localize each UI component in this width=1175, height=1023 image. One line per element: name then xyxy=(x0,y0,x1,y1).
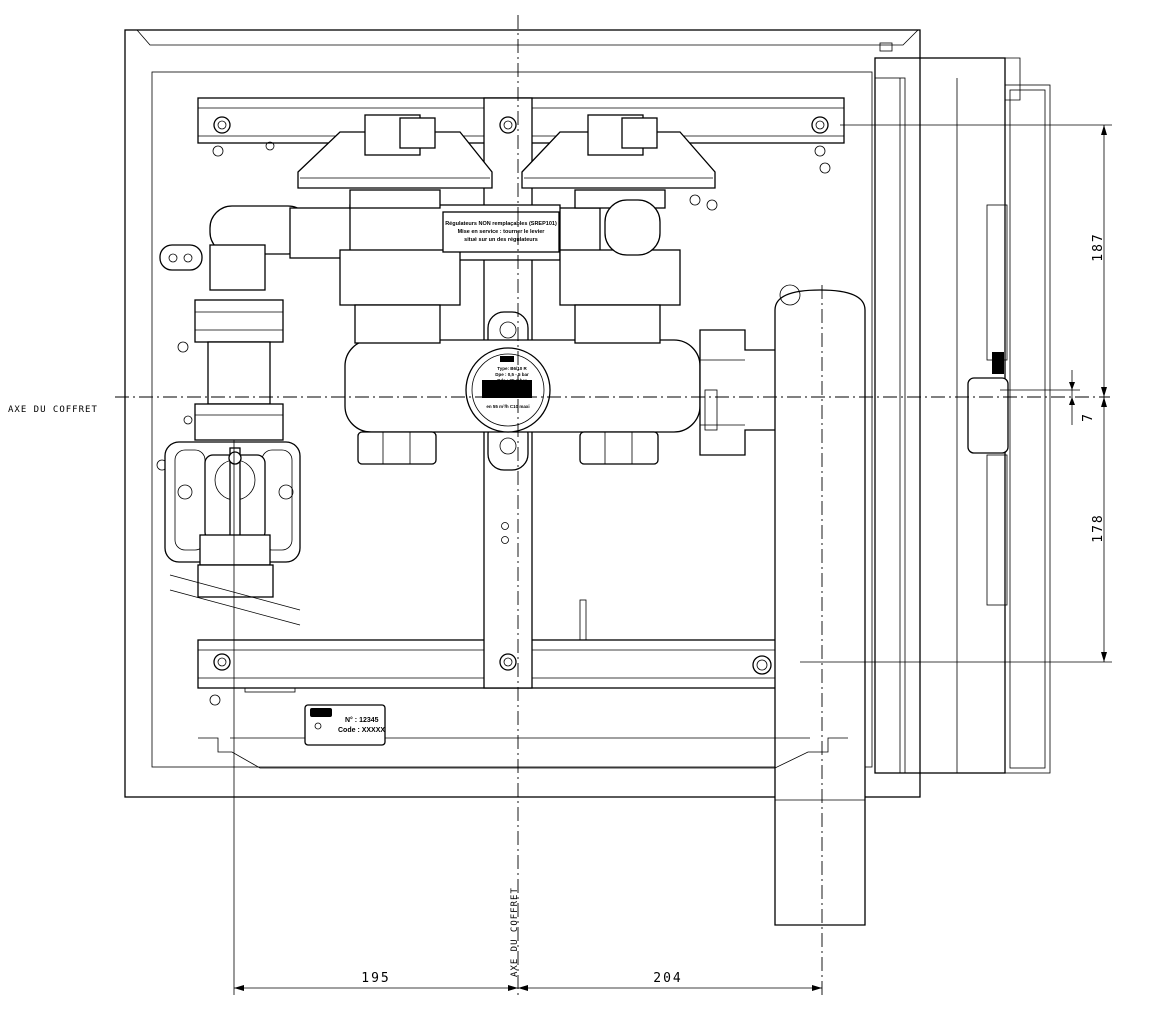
dim-left-width: 195 xyxy=(361,971,390,986)
gauge-line3: Pds : 25 mbar xyxy=(497,378,527,383)
nameplate-code: Code : XXXXX xyxy=(338,727,385,734)
warning-label-line1: Régulateurs NON remplaçables (SREP101) xyxy=(445,221,557,227)
inlet-pipe-assembly xyxy=(164,205,311,626)
dim-offset: 7 xyxy=(1081,412,1096,422)
pressure-gauge: Type: B6/10 R Dpe : 0,5 - 5 bar Pds : 25… xyxy=(465,347,551,433)
left-bracket xyxy=(156,244,203,471)
regulator-right xyxy=(521,114,718,465)
nameplate-number: N° : 12345 xyxy=(345,716,379,724)
dim-top-height: 187 xyxy=(1091,232,1106,261)
cabinet-floor xyxy=(198,737,848,769)
regulator-left xyxy=(297,114,493,465)
dimension-lines xyxy=(233,124,1112,995)
nameplate: N° : 12345 Code : XXXXX xyxy=(304,704,386,746)
warning-label-line3: situé sur un des régulateurs xyxy=(464,237,538,243)
outlet-assembly xyxy=(579,284,866,926)
axis-label-horizontal: AXE DU COFFRET xyxy=(8,405,98,415)
warning-label: Régulateurs NON remplaçables (SREP101) M… xyxy=(442,211,560,253)
dim-bottom-height: 178 xyxy=(1091,513,1106,542)
axis-label-vertical: AXE DU COFFRET xyxy=(510,887,520,977)
warning-label-line2: Mise en service : tourner le levier xyxy=(458,229,546,235)
dim-right-width: 204 xyxy=(653,971,682,986)
gauge-line1: Type: B6/10 R xyxy=(497,366,527,371)
gauge-line2: Dpe : 0,5 - 5 bar xyxy=(495,372,529,377)
center-axes xyxy=(115,15,1110,995)
cabinet-door xyxy=(874,57,1051,774)
gauge-line4: en 55 m³/h C10 maxi xyxy=(486,404,529,409)
cabinet-outer-box xyxy=(124,29,921,798)
